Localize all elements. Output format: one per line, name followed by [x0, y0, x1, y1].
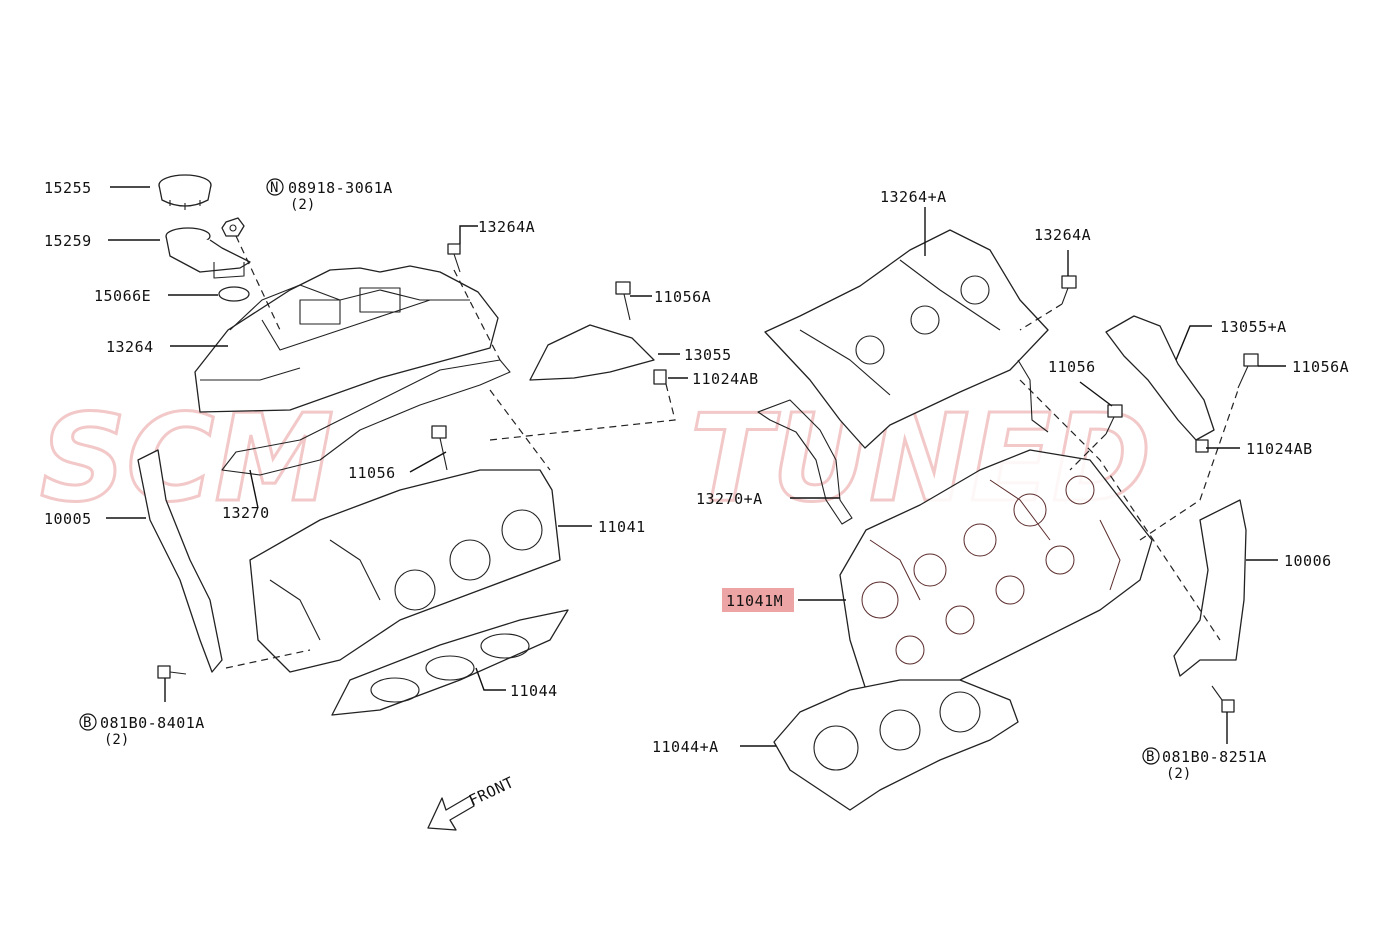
label-13055-plus-a[interactable]: 13055+A	[1220, 318, 1287, 336]
label-15255[interactable]: 15255	[44, 179, 92, 197]
label-13264[interactable]: 13264	[106, 338, 154, 356]
b-mark-circle-right	[1142, 747, 1160, 765]
label-13264-plus-a[interactable]: 13264+A	[880, 188, 947, 206]
label-11024ab-left[interactable]: 11024AB	[692, 370, 759, 388]
label-11056a-right[interactable]: 11056A	[1292, 358, 1349, 376]
dowel-11024ab-right[interactable]	[1195, 439, 1209, 453]
label-15259[interactable]: 15259	[44, 232, 92, 250]
label-081b0-8251a-qty: (2)	[1166, 766, 1191, 782]
timing-cover-left[interactable]	[529, 324, 655, 381]
label-081b0-8251a[interactable]: 081B0-8251A	[1162, 748, 1267, 766]
label-front: FRONT	[466, 773, 517, 809]
label-081b0-8401a-qty: (2)	[104, 732, 129, 748]
label-13270[interactable]: 13270	[222, 504, 270, 522]
cylinder-head-right-highlighted[interactable]	[839, 449, 1153, 721]
bolt-13264a-right[interactable]	[1061, 275, 1077, 305]
label-11041m[interactable]: 11041M	[726, 592, 783, 610]
label-13055[interactable]: 13055	[684, 346, 732, 364]
head-gasket-right[interactable]	[773, 679, 1019, 811]
cylinder-head-left[interactable]	[249, 469, 561, 673]
b-mark-circle-left	[79, 713, 97, 731]
highlight-label-background	[722, 588, 794, 612]
label-11044-plus-a[interactable]: 11044+A	[652, 738, 719, 756]
oil-filler-cap[interactable]	[158, 174, 212, 210]
nut-part[interactable]	[221, 217, 245, 237]
label-15066e[interactable]: 15066E	[94, 287, 151, 305]
o-ring[interactable]	[218, 286, 250, 302]
label-11044[interactable]: 11044	[510, 682, 558, 700]
rocker-cover-gasket-left[interactable]	[221, 359, 511, 476]
label-mark-b-left: B	[83, 715, 91, 731]
bolt-11056a-right[interactable]	[1237, 353, 1259, 389]
part-labels: 15255 N 08918-3061A (2) 15259 15066E 132…	[44, 178, 1349, 810]
label-10006[interactable]: 10006	[1284, 552, 1332, 570]
label-081b0-8401a[interactable]: 081B0-8401A	[100, 714, 205, 732]
rocker-cover-gasket-right[interactable]	[757, 359, 1049, 525]
n-mark-circle	[266, 178, 284, 196]
label-13264a-right[interactable]: 13264A	[1034, 226, 1091, 244]
label-13270-plus-a[interactable]: 13270+A	[696, 490, 763, 508]
bolt-081b0-8251a[interactable]	[1211, 685, 1235, 713]
bolt-11056-left[interactable]	[431, 425, 448, 471]
label-11024ab-right[interactable]: 11024AB	[1246, 440, 1313, 458]
oil-filler-neck[interactable]	[165, 227, 251, 279]
left-bank-assembly	[137, 174, 676, 831]
head-gasket-left[interactable]	[331, 609, 569, 716]
leader-lines	[106, 186, 1286, 747]
label-13264a-left[interactable]: 13264A	[478, 218, 535, 236]
label-10005[interactable]: 10005	[44, 510, 92, 528]
bolt-11056a-left[interactable]	[615, 281, 631, 321]
label-11056a-left[interactable]: 11056A	[654, 288, 711, 306]
label-08918-3061a[interactable]: 08918-3061A	[288, 179, 393, 197]
bracket-10005[interactable]	[137, 449, 223, 673]
dowel-11024ab-left[interactable]	[653, 369, 667, 385]
right-bank-assembly	[757, 229, 1259, 811]
front-arrow	[427, 795, 475, 831]
label-11041[interactable]: 11041	[598, 518, 646, 536]
bracket-10006[interactable]	[1173, 499, 1247, 677]
rocker-cover-right[interactable]	[764, 229, 1049, 449]
label-08918-qty: (2)	[290, 197, 315, 213]
bolt-081b0-8401a[interactable]	[157, 665, 187, 679]
watermark-left-text: SCM	[40, 390, 334, 529]
timing-cover-right[interactable]	[1105, 315, 1215, 441]
bolt-13264a-left[interactable]	[447, 243, 461, 273]
label-11056-right[interactable]: 11056	[1048, 358, 1096, 376]
label-11056-left[interactable]: 11056	[348, 464, 396, 482]
bolt-11056-right[interactable]	[1105, 404, 1123, 435]
label-mark-n: N	[270, 180, 278, 196]
rocker-cover-left[interactable]	[194, 265, 499, 413]
label-mark-b-right: B	[1146, 749, 1154, 765]
